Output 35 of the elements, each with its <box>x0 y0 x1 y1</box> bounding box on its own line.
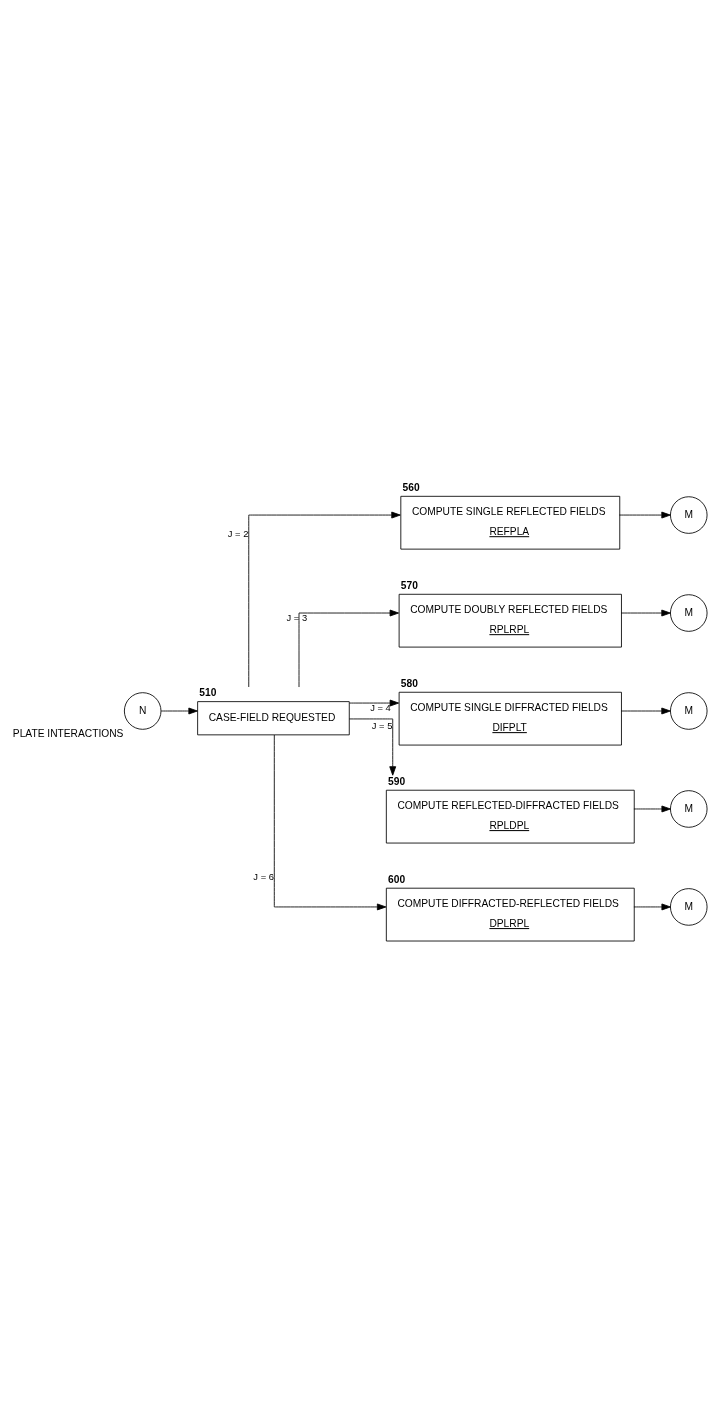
node-label: PLATE INTERACTIONS <box>12 727 124 739</box>
node-label: 600 <box>388 873 406 885</box>
edge-label: J = 2 <box>227 528 249 539</box>
node-circle: M <box>670 691 708 730</box>
arrow <box>248 511 401 687</box>
arrow <box>160 707 198 714</box>
arrow <box>273 734 387 910</box>
arrow <box>633 805 671 812</box>
node-circle: M <box>670 789 708 828</box>
node-box: COMPUTE DOUBLY REFLECTED FIELDS RPLRPL <box>398 593 622 648</box>
edge-label: J = 5 <box>371 720 393 731</box>
node-label: 590 <box>388 775 406 787</box>
node-label: 560 <box>402 481 420 493</box>
arrow <box>298 609 399 687</box>
node-label: 510 <box>199 686 217 698</box>
node-box: CASE-FIELD REQUESTED <box>197 700 350 735</box>
node-box: COMPUTE REFLECTED-DIFFRACTED FIELDS RPLDPL <box>385 789 635 843</box>
node-circle: M <box>670 495 708 534</box>
node-label: 580 <box>400 677 418 689</box>
node-box: COMPUTE SINGLE DIFFRACTED FIELDS DIFPLT <box>398 691 622 745</box>
arrow <box>349 699 400 706</box>
arrow <box>620 609 671 616</box>
edge-label: J = 4 <box>370 702 391 713</box>
node-circle: N <box>123 691 162 730</box>
arrow <box>348 718 397 776</box>
node-label: 570 <box>400 579 418 591</box>
node-circle: M <box>670 593 708 632</box>
edge-label: J = 6 <box>253 871 274 882</box>
node-box: COMPUTE DIFFRACTED-REFLECTED FIELDS DPLRPL <box>385 887 635 941</box>
arrow <box>618 511 671 518</box>
edge-label: J = 3 <box>286 612 308 623</box>
arrow <box>633 903 671 910</box>
node-circle: M <box>670 887 708 926</box>
arrow <box>620 707 671 714</box>
node-box: COMPUTE SINGLE REFLECTED FIELDS REFPLA <box>400 495 621 550</box>
